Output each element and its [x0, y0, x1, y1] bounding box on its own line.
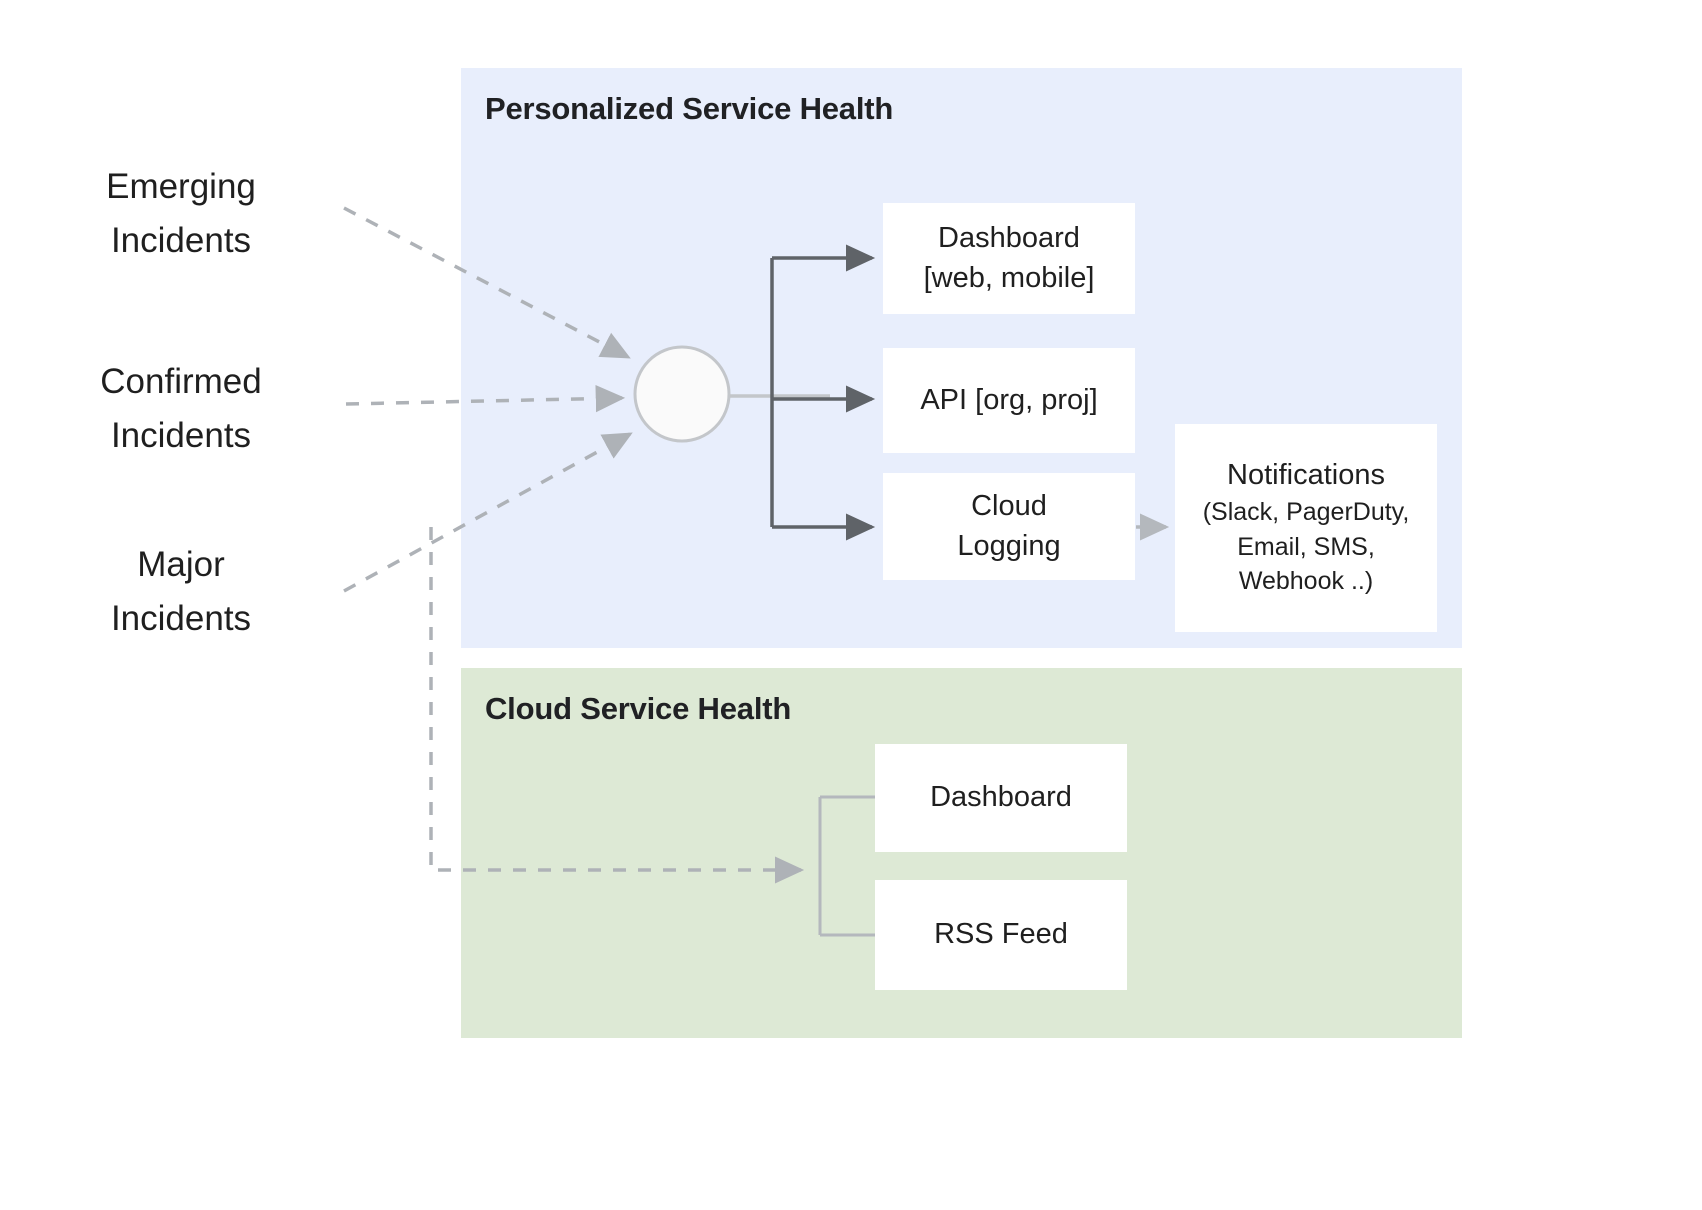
node-api-line1: API [org, proj]	[920, 383, 1098, 416]
node-cloud-logging-line1: Cloud	[971, 490, 1047, 523]
panel-cloud-title: Cloud Service Health	[485, 691, 792, 726]
node-notifications-sub-line1: (Slack, PagerDuty,	[1202, 498, 1410, 527]
source-label-confirmed-line1: Confirmed	[100, 362, 262, 401]
hub-node-circle[interactable]	[620, 332, 750, 462]
source-label-major-incidents: Major Incidents	[46, 538, 316, 647]
node-cloud-service-health-dashboard[interactable]: Dashboard	[875, 744, 1127, 852]
source-label-emerging-line2: Incidents	[110, 221, 252, 261]
source-label-major-line1: Major	[137, 545, 225, 584]
source-label-confirmed-incidents: Confirmed Incidents	[46, 355, 316, 464]
node-api-org-proj[interactable]: API [org, proj]	[883, 348, 1135, 453]
node-notifications-sub-line2: Email, SMS,	[1237, 532, 1375, 561]
node-csh-dashboard-line1: Dashboard	[930, 781, 1072, 814]
source-label-emerging-line1: Emerging	[106, 167, 256, 206]
node-notifications-sub-line3: Webhook ..)	[1238, 567, 1374, 596]
source-label-confirmed-line2: Incidents	[110, 416, 252, 456]
node-notifications[interactable]: Notifications (Slack, PagerDuty, Email, …	[1175, 424, 1437, 632]
node-csh-rss-line1: RSS Feed	[934, 918, 1068, 951]
node-dashboard-line2: [web, mobile]	[923, 261, 1095, 294]
node-dashboard-web-mobile[interactable]: Dashboard [web, mobile]	[883, 203, 1135, 314]
node-cloud-logging[interactable]: Cloud Logging	[883, 473, 1135, 580]
node-dashboard-line1: Dashboard	[938, 222, 1080, 255]
source-label-emerging-incidents: Emerging Incidents	[46, 160, 316, 269]
node-notifications-title: Notifications	[1227, 459, 1385, 492]
node-cloud-logging-line2: Logging	[957, 529, 1061, 562]
panel-personalized-title: Personalized Service Health	[485, 91, 894, 126]
source-label-major-line2: Incidents	[110, 599, 252, 639]
node-cloud-service-health-rss-feed[interactable]: RSS Feed	[875, 880, 1127, 990]
